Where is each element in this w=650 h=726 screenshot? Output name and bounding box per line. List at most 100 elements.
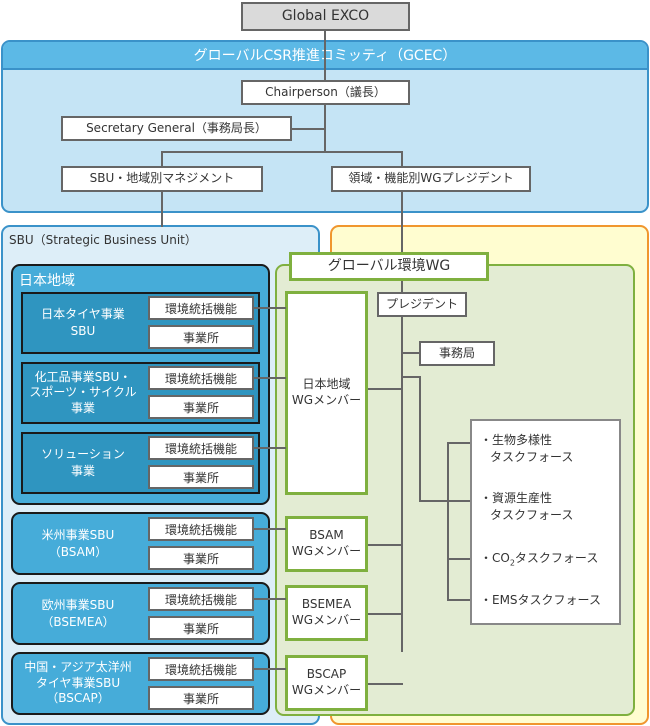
task-force-co2-subscript: 2	[509, 558, 515, 568]
president-label: プレジデント	[385, 296, 458, 311]
task-force-line2: タスクフォース	[490, 450, 574, 465]
secretariat-box: 事務局	[419, 341, 495, 366]
task-force-line2: タスクフォース	[490, 508, 574, 523]
sbu-name-line: 化工品事業SBU・	[34, 369, 132, 384]
connector	[447, 442, 471, 444]
wg-member-line2: WGメンバー	[291, 613, 362, 627]
sbu-name: ソリューション 事業	[23, 434, 143, 492]
env-function-box: 環境統括機能	[148, 366, 254, 390]
japan-region-title: 日本地域	[19, 273, 75, 289]
sbu-name-line: （BSCAP）	[46, 691, 110, 706]
global-environment-wg-title: グローバル環境WG	[289, 252, 489, 281]
connector	[290, 128, 326, 130]
wg-member-line2: WGメンバー	[291, 544, 362, 558]
task-force-box	[470, 419, 621, 625]
task-force-resource-productivity: ・資源生産性 タスクフォース	[480, 490, 573, 525]
env-function-box: 環境統括機能	[148, 587, 254, 611]
sbu-name: 日本タイヤ事業 SBU	[23, 294, 143, 352]
secretary-general-label: Secretary General（事務局長）	[86, 120, 267, 135]
connector	[365, 613, 403, 615]
sbu-name-line: 中国・アジア太洋州	[24, 660, 132, 675]
sbu-name-line: 米州事業SBU	[41, 527, 115, 542]
chairperson-label: Chairperson（議長）	[265, 84, 386, 99]
task-force-line1: ・EMSタスクフォース	[480, 593, 601, 607]
wg-president-box: 領域・機能別WGプレジデント	[331, 166, 531, 192]
env-function-label: 環境統括機能	[164, 662, 237, 677]
wg-member-line1: 日本地域	[302, 377, 351, 392]
task-force-line1: ・生物多様性	[480, 433, 553, 447]
sbu-management-label: SBU・地域別マネジメント	[89, 171, 235, 186]
env-function-label: 環境統括機能	[164, 371, 237, 386]
office-label: 事業所	[182, 330, 219, 345]
connector	[401, 151, 403, 167]
sbu-name: 米州事業SBU （BSAM）	[13, 514, 143, 573]
sbu-name-line: スポーツ・サイクル	[29, 385, 137, 400]
connector	[401, 352, 421, 354]
task-force-biodiversity: ・生物多様性 タスクフォース	[480, 432, 573, 467]
connector	[419, 376, 421, 502]
sbu-name-line: （BSAM）	[48, 544, 108, 559]
sbu-name: 欧州事業SBU （BSEMEA）	[13, 584, 143, 643]
sbu-name: 中国・アジア太洋州 タイヤ事業SBU （BSCAP）	[13, 654, 143, 713]
connector	[254, 528, 286, 530]
wg-member-japan: 日本地域 WGメンバー	[285, 291, 368, 495]
connector	[401, 191, 403, 255]
env-function-label: 環境統括機能	[164, 301, 237, 316]
connector	[254, 668, 286, 670]
chairperson-box: Chairperson（議長）	[241, 80, 410, 105]
connector	[161, 151, 403, 153]
task-force-co2: ・CO2タスクフォース	[480, 550, 598, 569]
sbu-management-box: SBU・地域別マネジメント	[61, 166, 263, 192]
connector	[447, 442, 449, 601]
connector	[365, 388, 403, 390]
wg-member-bsam: BSAM WGメンバー	[285, 516, 368, 572]
office-box: 事業所	[148, 325, 254, 349]
office-label: 事業所	[182, 470, 219, 485]
connector	[254, 598, 286, 600]
office-box: 事業所	[148, 465, 254, 489]
env-function-label: 環境統括機能	[164, 522, 237, 537]
office-box: 事業所	[148, 616, 254, 640]
sbu-name-line: （BSEMEA）	[41, 614, 115, 629]
task-force-co2-suffix: タスクフォース	[514, 551, 599, 565]
global-exco-label: Global EXCO	[281, 8, 370, 25]
wg-member-line1: BSCAP	[306, 667, 347, 682]
office-label: 事業所	[182, 400, 219, 415]
sbu-name-line: SBU	[70, 324, 96, 338]
wg-president-label: 領域・機能別WGプレジデント	[348, 171, 514, 186]
connector	[365, 683, 403, 685]
env-function-label: 環境統括機能	[164, 441, 237, 456]
sbu-name-line: 事業	[70, 464, 95, 478]
env-function-label: 環境統括機能	[164, 592, 237, 607]
secretariat-label: 事務局	[438, 345, 475, 360]
sbu-name-line: 日本タイヤ事業	[41, 307, 125, 322]
env-function-box: 環境統括機能	[148, 517, 254, 541]
office-label: 事業所	[182, 621, 219, 636]
office-box: 事業所	[148, 395, 254, 419]
connector	[254, 377, 286, 379]
connector	[447, 599, 471, 601]
president-box: プレジデント	[377, 292, 467, 317]
connector	[324, 30, 326, 82]
task-force-ems: ・EMSタスクフォース	[480, 592, 601, 609]
env-function-box: 環境統括機能	[148, 657, 254, 681]
connector	[447, 558, 471, 560]
global-exco-box: Global EXCO	[241, 2, 410, 31]
office-box: 事業所	[148, 546, 254, 570]
wg-member-bsemea: BSEMEA WGメンバー	[285, 585, 368, 641]
env-function-box: 環境統括機能	[148, 436, 254, 460]
office-box: 事業所	[148, 686, 254, 710]
connector	[254, 447, 286, 449]
connector	[161, 151, 163, 167]
wg-member-line1: BSAM	[309, 528, 344, 543]
office-label: 事業所	[182, 691, 219, 706]
sbu-name-line: 欧州事業SBU	[41, 597, 115, 612]
connector	[401, 280, 403, 652]
wg-title-label: グローバル環境WG	[327, 258, 451, 275]
connector	[419, 500, 471, 502]
office-label: 事業所	[182, 551, 219, 566]
sbu-name-line: 事業	[70, 400, 95, 415]
sbu-name-line: タイヤ事業SBU	[35, 675, 121, 690]
wg-member-line2: WGメンバー	[291, 393, 362, 407]
connector	[161, 191, 163, 227]
